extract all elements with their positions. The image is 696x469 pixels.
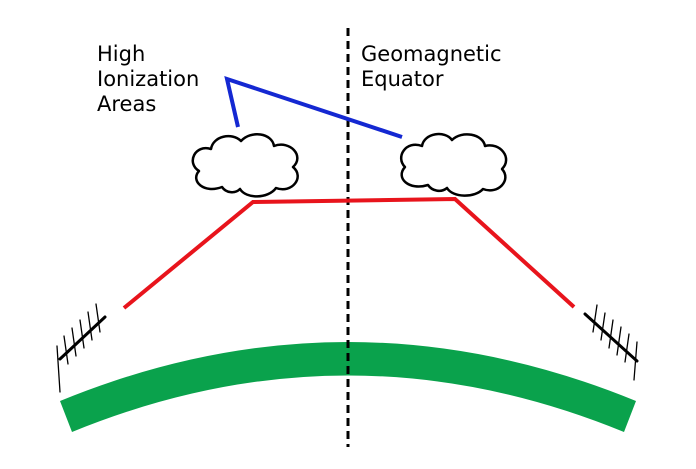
signal-path	[122, 196, 576, 310]
geomagnetic-equator-label: Geomagnetic Equator	[361, 42, 502, 92]
high-ionization-label: High Ionization Areas	[97, 42, 199, 117]
ionization-pointer	[224, 75, 403, 139]
yagi-antenna-icon	[583, 304, 639, 381]
cloud-icon	[399, 132, 508, 197]
high-ionization-label-line: Areas	[97, 92, 157, 116]
earth-surface	[60, 342, 636, 432]
yagi-antenna-icon	[56, 303, 107, 393]
cloud-icon	[191, 133, 299, 198]
high-ionization-label-line: Ionization	[97, 67, 200, 91]
geomagnetic-equator-label-line: Geomagnetic	[361, 42, 502, 66]
high-ionization-label-line: High	[97, 42, 146, 66]
geomagnetic-equator-label-line: Equator	[361, 67, 444, 91]
